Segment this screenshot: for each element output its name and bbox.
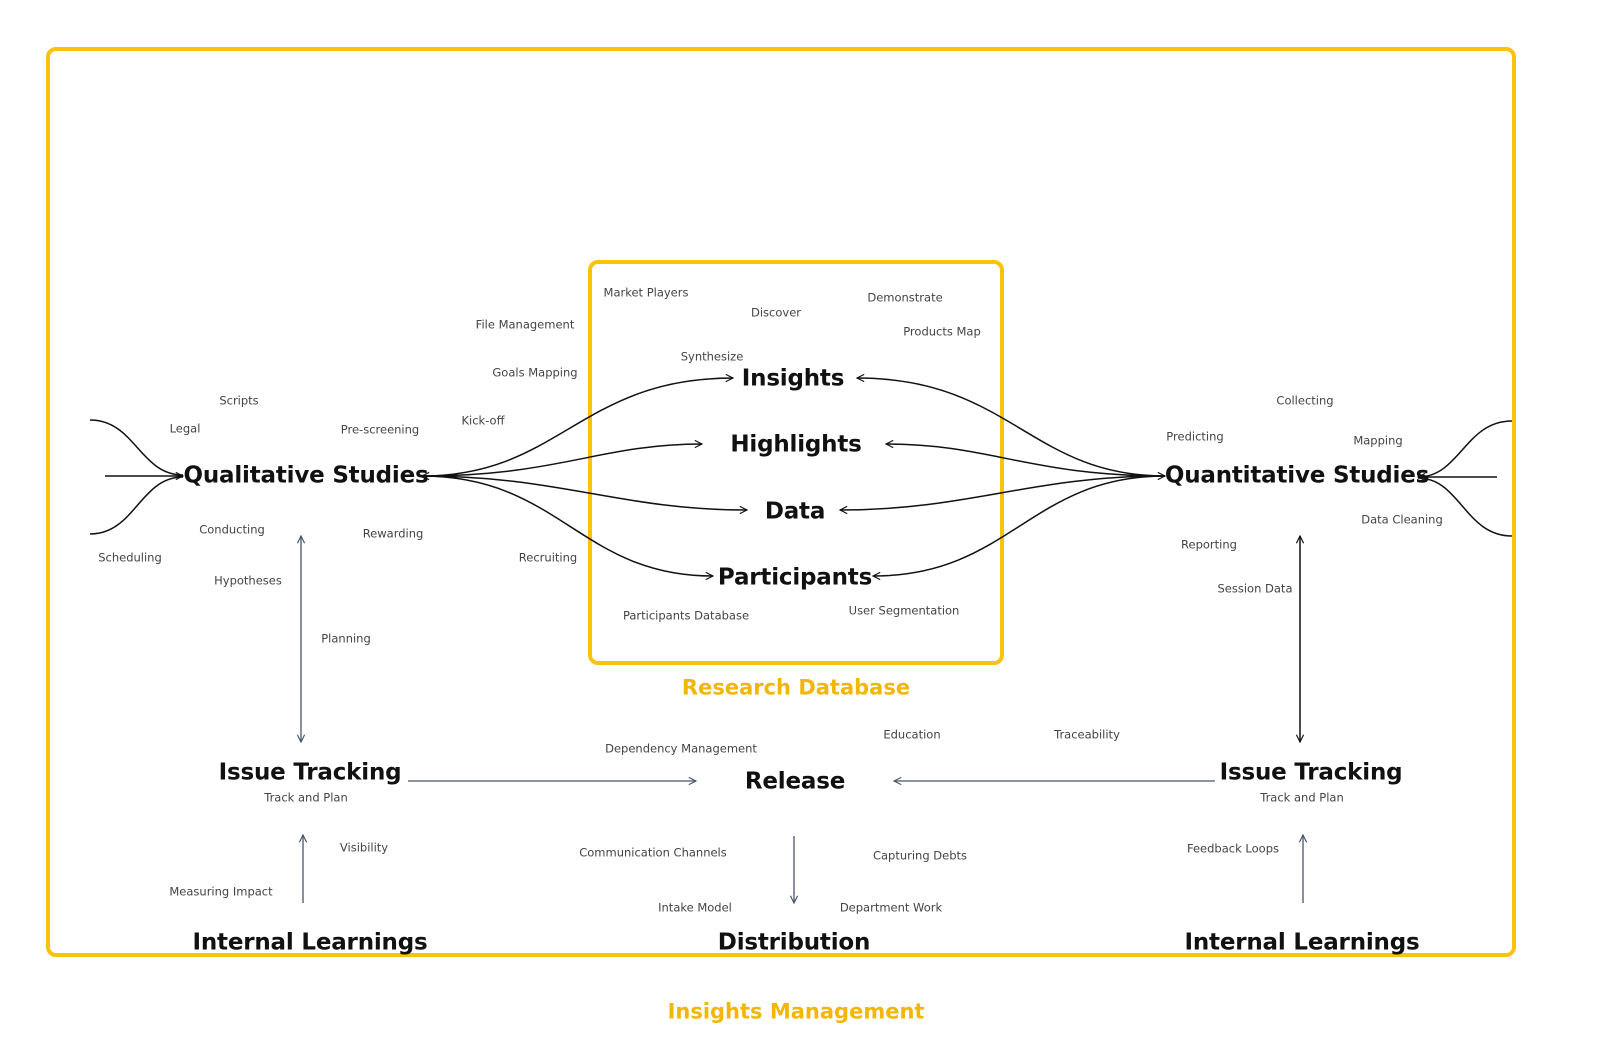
label-rewarding: Rewarding [362,526,424,541]
label-hypotheses: Hypotheses [214,573,282,588]
label-department-work: Department Work [839,900,943,915]
quantitative-to-highlights [886,444,1166,477]
release-node: Release [744,768,846,795]
qualitative-fan-top [89,419,184,476]
distribution-node: Distribution [717,929,871,956]
issue-tracking-left-node: Issue Tracking [218,759,402,786]
label-scheduling: Scheduling [98,550,162,565]
issue-tracking-right-subtitle: Track and Plan [1260,790,1344,805]
qualitative-to-highlights [421,444,702,477]
highlights-node: Highlights [730,431,862,458]
label-collecting: Collecting [1276,393,1334,408]
research-database-label: Research Database [681,675,911,700]
participants-node: Participants [717,564,873,591]
label-intake-model: Intake Model [658,900,732,915]
qualitative-studies-node: Qualitative Studies [183,462,429,489]
quantitative-to-data [840,475,1166,510]
quantitative-fan-bottom [1417,477,1513,537]
label-discover: Discover [750,305,802,320]
label-capturing-debts: Capturing Debts [872,848,968,863]
qualitative-fan-bottom [89,476,184,535]
label-reporting: Reporting [1181,537,1237,552]
insights-management-label: Insights Management [667,999,925,1024]
quantitative-to-insights [857,378,1165,476]
quantitative-fan-top [1417,420,1513,478]
label-products-map: Products Map [903,324,981,339]
label-visibility: Visibility [339,840,389,855]
qualitative-to-participants [421,475,713,576]
label-planning: Planning [321,631,371,646]
label-demonstrate: Demonstrate [867,290,943,305]
label-data-cleaning: Data Cleaning [1361,512,1443,527]
internal-learnings-right-node: Internal Learnings [1184,929,1420,956]
label-communication-channels: Communication Channels [579,845,727,860]
label-legal: Legal [169,421,201,436]
data-node: Data [764,498,826,525]
label-goals-mapping: Goals Mapping [492,365,578,380]
label-synthesize: Synthesize [680,349,744,364]
insights-management-frame [46,47,1516,957]
label-file-management: File Management [475,317,575,332]
label-feedback-loops: Feedback Loops [1187,841,1279,856]
label-participants-database: Participants Database [622,608,750,623]
label-market-players: Market Players [603,285,689,300]
label-pre-screening: Pre-screening [340,422,420,437]
label-user-segmentation: User Segmentation [848,603,960,618]
insights-node: Insights [741,365,845,392]
label-education: Education [883,727,941,742]
label-conducting: Conducting [199,522,265,537]
qualitative-to-data [421,475,747,510]
label-dependency-management: Dependency Management [605,741,757,756]
label-mapping: Mapping [1353,433,1403,448]
quantitative-studies-node: Quantitative Studies [1164,462,1430,489]
issue-tracking-right-node: Issue Tracking [1219,759,1403,786]
label-measuring-impact: Measuring Impact [169,884,273,899]
qualitative-to-insights [422,378,733,476]
issue-tracking-left-subtitle: Track and Plan [264,790,348,805]
label-kick-off: Kick-off [461,413,505,428]
label-recruiting: Recruiting [518,550,578,565]
label-scripts: Scripts [219,393,259,408]
label-predicting: Predicting [1166,429,1224,444]
label-session-data: Session Data [1217,581,1293,596]
label-traceability: Traceability [1054,727,1120,742]
internal-learnings-left-node: Internal Learnings [192,929,428,956]
quantitative-to-participants [873,475,1166,576]
